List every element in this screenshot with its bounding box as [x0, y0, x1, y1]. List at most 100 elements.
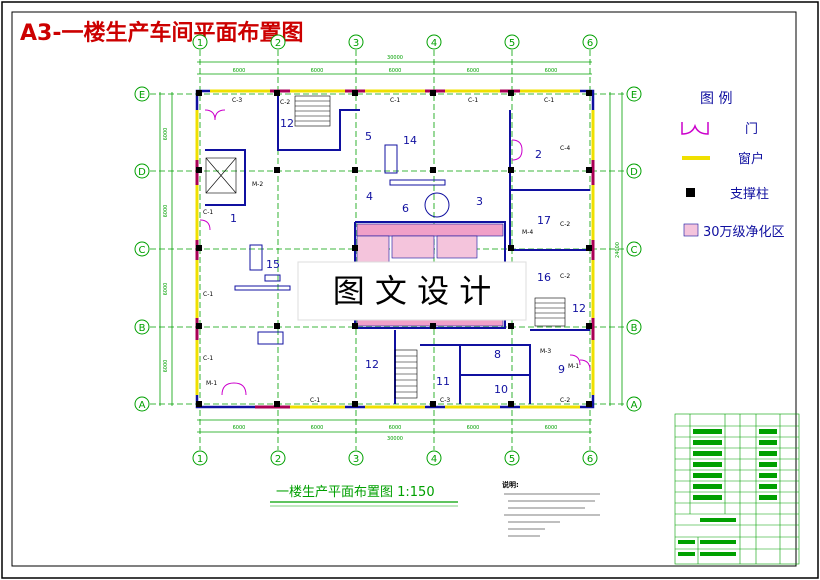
tag-c1-left-c: C-1 — [203, 355, 213, 362]
axis-bubble-2-bottom: 2 — [270, 450, 286, 466]
caption-text: 一楼生产平面布置图 1:150 — [276, 485, 435, 500]
room-number-1: 1 — [230, 212, 237, 225]
room-number-10: 10 — [494, 383, 508, 396]
room-number-2: 2 — [535, 148, 542, 161]
interior-walls — [205, 94, 590, 404]
svg-text:E: E — [139, 90, 145, 101]
room-number-12-b: 12 — [365, 358, 379, 371]
tag-c1-left-a: C-1 — [203, 209, 213, 216]
svg-text:2: 2 — [275, 454, 281, 465]
watermark-text: 图 文 设 计 — [333, 272, 492, 310]
drawing-caption: 一楼生产平面布置图 1:150 — [270, 485, 458, 507]
svg-text:3: 3 — [353, 38, 359, 49]
axis-bubble-1-bottom: 1 — [192, 450, 208, 466]
svg-text:B: B — [139, 323, 146, 334]
axis-bubble-D-left: D — [134, 163, 150, 179]
tag-c1-left-b: C-1 — [203, 291, 213, 298]
legend-item-column: 支撑柱 — [686, 187, 769, 202]
door-symbol-icon — [681, 122, 709, 135]
tag-c2-top: C-2 — [280, 99, 290, 106]
room-number-15: 15 — [266, 258, 280, 271]
svg-text:1: 1 — [197, 38, 203, 49]
room-number-12-c: 12 — [572, 302, 586, 315]
axis-bubble-C-right: C — [626, 241, 642, 257]
legend-heading: 图 例 — [700, 91, 732, 107]
support-columns — [196, 90, 592, 407]
dimension-texts: 30000 6000 6000 6000 6000 6000 30000 600… — [163, 55, 621, 442]
sheet-inner-border — [11, 11, 797, 567]
room-number-3: 3 — [476, 195, 483, 208]
axis-bubble-B-left: B — [134, 319, 150, 335]
dim-left-bay-1: 6000 — [163, 128, 169, 141]
notes-block: 说明: — [502, 480, 600, 537]
svg-text:A: A — [139, 400, 146, 411]
dim-right-total: 24000 — [615, 242, 621, 258]
axis-bubble-A-left: A — [134, 396, 150, 412]
elevator-shaft — [205, 157, 237, 194]
tag-m1-b: M-1 — [568, 363, 579, 370]
svg-text:3: 3 — [353, 454, 359, 465]
svg-text:4: 4 — [431, 38, 437, 49]
axis-bubble-2-top: 2 — [270, 34, 286, 50]
dim-bottom-bay-4: 6000 — [467, 425, 480, 431]
axis-bubble-5-top: 5 — [504, 34, 520, 50]
tag-c4-right: C-4 — [560, 145, 570, 152]
room-number-17: 17 — [537, 214, 551, 227]
svg-text:1: 1 — [197, 454, 203, 465]
opening-tags: C-3 C-2 C-1 C-1 C-1 C-1 C-1 C-1 C-4 C-2 … — [203, 97, 579, 404]
axis-bubble-6-top: 6 — [582, 34, 598, 50]
legend-item-door: 门 — [681, 122, 758, 137]
dim-bottom-bay-5: 6000 — [545, 425, 558, 431]
room-numbers: 1 2 3 4 5 6 8 9 10 11 12 12 12 14 15 16 … — [230, 117, 586, 396]
room-number-4: 4 — [366, 190, 373, 203]
svg-text:6: 6 — [587, 454, 593, 465]
room-number-8: 8 — [494, 348, 501, 361]
room-number-9: 9 — [558, 363, 565, 376]
notes-heading: 说明: — [502, 480, 519, 489]
dim-top-total: 30000 — [387, 55, 403, 61]
axis-bubble-D-right: D — [626, 163, 642, 179]
axis-bubbles-left: E D C B A — [134, 86, 150, 412]
legend-label-door: 门 — [745, 122, 758, 137]
tag-c3-top: C-3 — [232, 97, 242, 104]
room-number-11: 11 — [436, 375, 450, 388]
axis-bubbles-bottom: 1 2 3 4 5 6 — [192, 450, 598, 466]
axis-bubble-6-bottom: 6 — [582, 450, 598, 466]
stair-right — [534, 297, 566, 327]
axis-bubbles-top: 1 2 3 4 5 6 — [192, 34, 598, 50]
tag-m2: M-2 — [252, 181, 263, 188]
dim-left-bay-2: 6000 — [163, 205, 169, 218]
room-number-12-a: 12 — [280, 117, 294, 130]
svg-text:C: C — [631, 245, 638, 256]
stair-top — [294, 95, 331, 127]
axis-bubble-B-right: B — [626, 319, 642, 335]
legend-item-window: 窗户 — [682, 151, 764, 167]
tag-c1-bottom: C-1 — [310, 397, 320, 404]
svg-text:4: 4 — [431, 454, 437, 465]
svg-text:D: D — [138, 167, 146, 178]
svg-text:D: D — [630, 167, 638, 178]
dim-bottom-total: 30000 — [387, 436, 403, 442]
room-number-14: 14 — [403, 134, 417, 147]
axis-bubble-A-right: A — [626, 396, 642, 412]
legend-label-cleanroom: 30万级净化区 — [703, 225, 785, 240]
axis-bubble-4-top: 4 — [426, 34, 442, 50]
watermark-box: 图 文 设 计 — [297, 261, 527, 321]
axis-bubble-5-bottom: 5 — [504, 450, 520, 466]
tag-c1-top-a: C-1 — [390, 97, 400, 104]
dim-top-bay-4: 6000 — [467, 68, 480, 74]
svg-text:5: 5 — [509, 454, 515, 465]
tag-c1-top-c: C-1 — [544, 97, 554, 104]
tag-c2-right-a: C-2 — [560, 221, 570, 228]
svg-text:6: 6 — [587, 38, 593, 49]
axis-bubble-1-top: 1 — [192, 34, 208, 50]
stairs — [205, 95, 566, 399]
svg-text:C: C — [139, 245, 146, 256]
tag-m1-a: M-1 — [206, 380, 217, 387]
dim-left-bay-4: 6000 — [163, 360, 169, 373]
axis-bubble-C-left: C — [134, 241, 150, 257]
dim-left-bay-3: 6000 — [163, 283, 169, 296]
svg-text:A: A — [631, 400, 638, 411]
column-symbol-icon — [686, 188, 695, 197]
